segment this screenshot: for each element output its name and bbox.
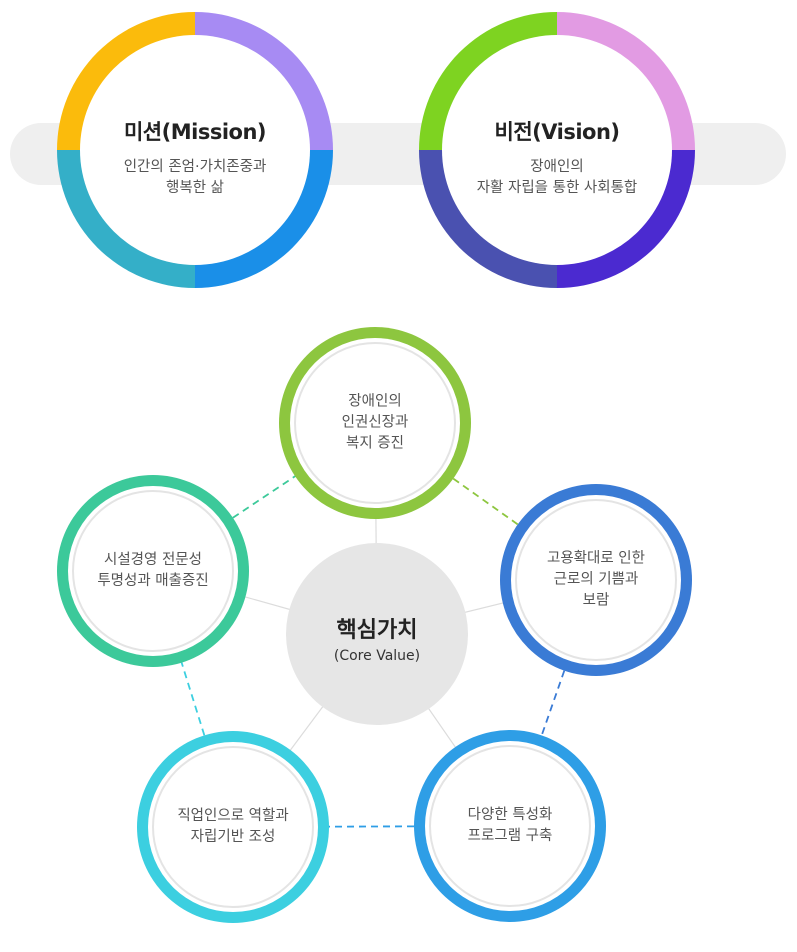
value-node-inner-border bbox=[429, 745, 591, 907]
value-node-self-reliance bbox=[137, 731, 329, 923]
vision-inner-circle bbox=[442, 35, 672, 265]
value-node-inner-border bbox=[294, 342, 456, 504]
value-label-line: 다양한 특성화 bbox=[467, 807, 553, 823]
value-label-line: 복지 증진 bbox=[346, 435, 404, 452]
core-center-text: 핵심가치 (Core Value) bbox=[334, 612, 420, 664]
vision-title: 비전(Vision) bbox=[494, 120, 621, 144]
connector-line bbox=[374, 422, 597, 581]
value-label-line: 투명성과 매출증진 bbox=[97, 573, 209, 589]
value-nodes bbox=[57, 327, 692, 923]
value-node-face bbox=[511, 495, 681, 665]
core-subtitle: (Core Value) bbox=[333, 648, 421, 664]
value-label-line: 보람 bbox=[582, 592, 610, 609]
connector-line bbox=[152, 570, 234, 828]
value-node-management bbox=[57, 475, 249, 667]
mission-title: 미션(Mission) bbox=[123, 120, 267, 144]
value-label-line: 프로그램 구축 bbox=[467, 828, 553, 844]
core-title: 핵심가치 bbox=[336, 618, 418, 643]
vision-description: 장애인의 자활 자립을 통한 사회통합 bbox=[477, 157, 638, 199]
value-node-face bbox=[425, 741, 595, 911]
value-label-management: 시설경영 전문성 투명성과 매출증진 bbox=[97, 550, 208, 592]
mission-inner-circle bbox=[80, 35, 310, 265]
value-node-inner-border bbox=[72, 490, 234, 652]
value-label-welfare: 장애인의 인권신장과 복지 증진 bbox=[342, 392, 409, 455]
mission-description: 인간의 존엄·가치존중과 행복한 삶 bbox=[124, 157, 267, 199]
value-node-programs bbox=[414, 730, 606, 922]
value-label-employment: 고용확대로 인한 근로의 기쁨과 보람 bbox=[547, 549, 645, 612]
core-center-circle bbox=[286, 543, 468, 725]
value-node-face bbox=[68, 486, 238, 656]
mission-desc-line1: 인간의 존엄·가치존중과 bbox=[123, 159, 267, 175]
value-node-inner-border bbox=[152, 746, 314, 908]
vision-desc-line2: 자활 자립을 통한 사회통합 bbox=[476, 180, 638, 196]
value-node-employment bbox=[500, 484, 692, 676]
value-label-line: 장애인의 bbox=[348, 393, 402, 410]
value-label-line: 고용확대로 인한 bbox=[547, 550, 645, 567]
value-label-line: 인권신장과 bbox=[341, 414, 409, 431]
vision-desc-line1: 장애인의 bbox=[530, 159, 584, 175]
value-node-inner-border bbox=[515, 499, 677, 661]
value-label-line: 직업인으로 역할과 bbox=[177, 808, 289, 824]
value-label-line: 자립기반 조성 bbox=[190, 829, 276, 845]
value-node-welfare bbox=[279, 327, 471, 519]
value-label-line: 근로의 기쁨과 bbox=[553, 571, 639, 588]
value-label-self-reliance: 직업인으로 역할과 자립기반 조성 bbox=[177, 806, 288, 848]
value-label-programs: 다양한 특성화 프로그램 구축 bbox=[468, 805, 553, 847]
value-node-face bbox=[290, 338, 460, 508]
value-node-face bbox=[148, 742, 318, 912]
value-label-line: 시설경영 전문성 bbox=[104, 552, 202, 568]
mission-desc-line2: 행복한 삶 bbox=[166, 180, 224, 196]
